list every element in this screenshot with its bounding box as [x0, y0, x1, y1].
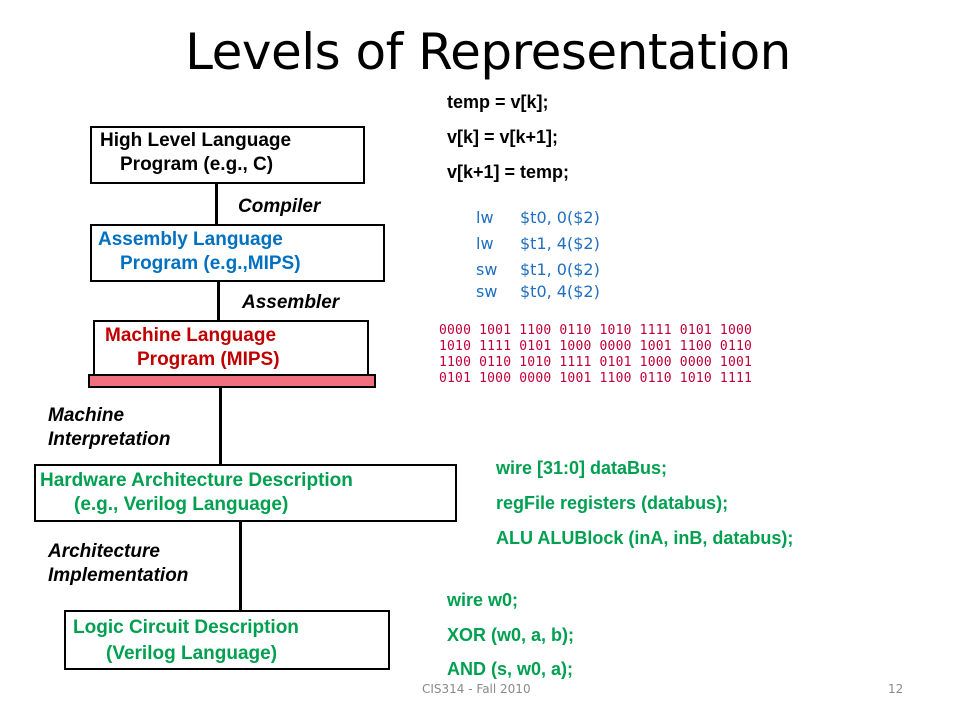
asm-line1: Assembly Language — [98, 229, 283, 250]
c-code-line-2: v[k] = v[k+1]; — [447, 127, 559, 147]
asm-args-4: $t0, 4($2) — [520, 282, 600, 301]
verilog-logic-line-1: wire w0; — [447, 590, 519, 610]
binary-line-4: 0101 1000 0000 1001 1100 0110 1010 1111 — [439, 371, 753, 386]
assembler-label: Assembler — [242, 292, 340, 313]
hw-line2: (e.g., Verilog Language) — [74, 494, 289, 515]
asm-op-3: sw — [476, 260, 498, 279]
asm-op-1: lw — [476, 208, 494, 227]
connector-hll-asm — [215, 184, 218, 224]
logic-circuit-box: Logic Circuit Description (Verilog Langu… — [64, 610, 390, 670]
mach-line2: Program (MIPS) — [137, 349, 280, 370]
c-code-line-3: v[k+1] = temp; — [447, 162, 570, 182]
verilog-hw-line-2: regFile registers (databus); — [496, 493, 729, 513]
verilog-hw-line-1: wire [31:0] dataBus; — [496, 458, 668, 478]
asm-args-3: $t1, 0($2) — [520, 260, 600, 279]
binary-line-3: 1100 0110 1010 1111 0101 1000 0000 1001 — [439, 355, 753, 370]
architecture-implementation-label-1: Architecture — [48, 541, 160, 562]
logic-line1: Logic Circuit Description — [73, 617, 299, 638]
machine-interpretation-label-2: Interpretation — [48, 429, 171, 450]
c-code-line-1: temp = v[k]; — [447, 92, 549, 112]
high-level-language-box: High Level Language Program (e.g., C) — [90, 126, 365, 184]
binary-line-2: 1010 1111 0101 1000 0000 1001 1100 0110 — [439, 339, 753, 354]
slide-title: Levels of Representation — [185, 23, 791, 81]
asm-args-1: $t0, 0($2) — [520, 208, 600, 227]
asm-args-2: $t1, 4($2) — [520, 234, 600, 253]
hll-line2: Program (e.g., C) — [120, 154, 274, 175]
binary-line-1: 0000 1001 1100 0110 1010 1111 0101 1000 — [439, 323, 753, 338]
asm-op-2: lw — [476, 234, 494, 253]
verilog-logic-line-2: XOR (w0, a, b); — [447, 625, 575, 645]
compiler-label: Compiler — [238, 196, 321, 217]
connector-hw-logic — [239, 522, 242, 610]
hll-line1: High Level Language — [100, 130, 292, 151]
verilog-hw-line-3: ALU ALUBlock (inA, inB, databus); — [496, 528, 794, 548]
hardware-architecture-box: Hardware Architecture Description (e.g.,… — [34, 464, 457, 522]
machine-language-red-bar — [88, 374, 376, 388]
verilog-logic-line-3: AND (s, w0, a); — [447, 659, 574, 679]
footer-page-number: 12 — [888, 682, 904, 696]
connector-asm-mach — [217, 282, 220, 320]
logic-line2: (Verilog Language) — [106, 643, 278, 664]
footer-course: CIS314 - Fall 2010 — [422, 682, 531, 696]
machine-language-box: Machine Language Program (MIPS) — [93, 320, 369, 376]
architecture-implementation-label-2: Implementation — [48, 565, 189, 586]
connector-mach-hw — [219, 388, 222, 464]
mach-line1: Machine Language — [105, 325, 277, 346]
asm-line2: Program (e.g.,MIPS) — [120, 253, 301, 274]
asm-op-4: sw — [476, 282, 498, 301]
assembly-language-box: Assembly Language Program (e.g.,MIPS) — [90, 224, 385, 282]
hw-line1: Hardware Architecture Description — [40, 470, 353, 491]
machine-interpretation-label-1: Machine — [48, 405, 125, 426]
